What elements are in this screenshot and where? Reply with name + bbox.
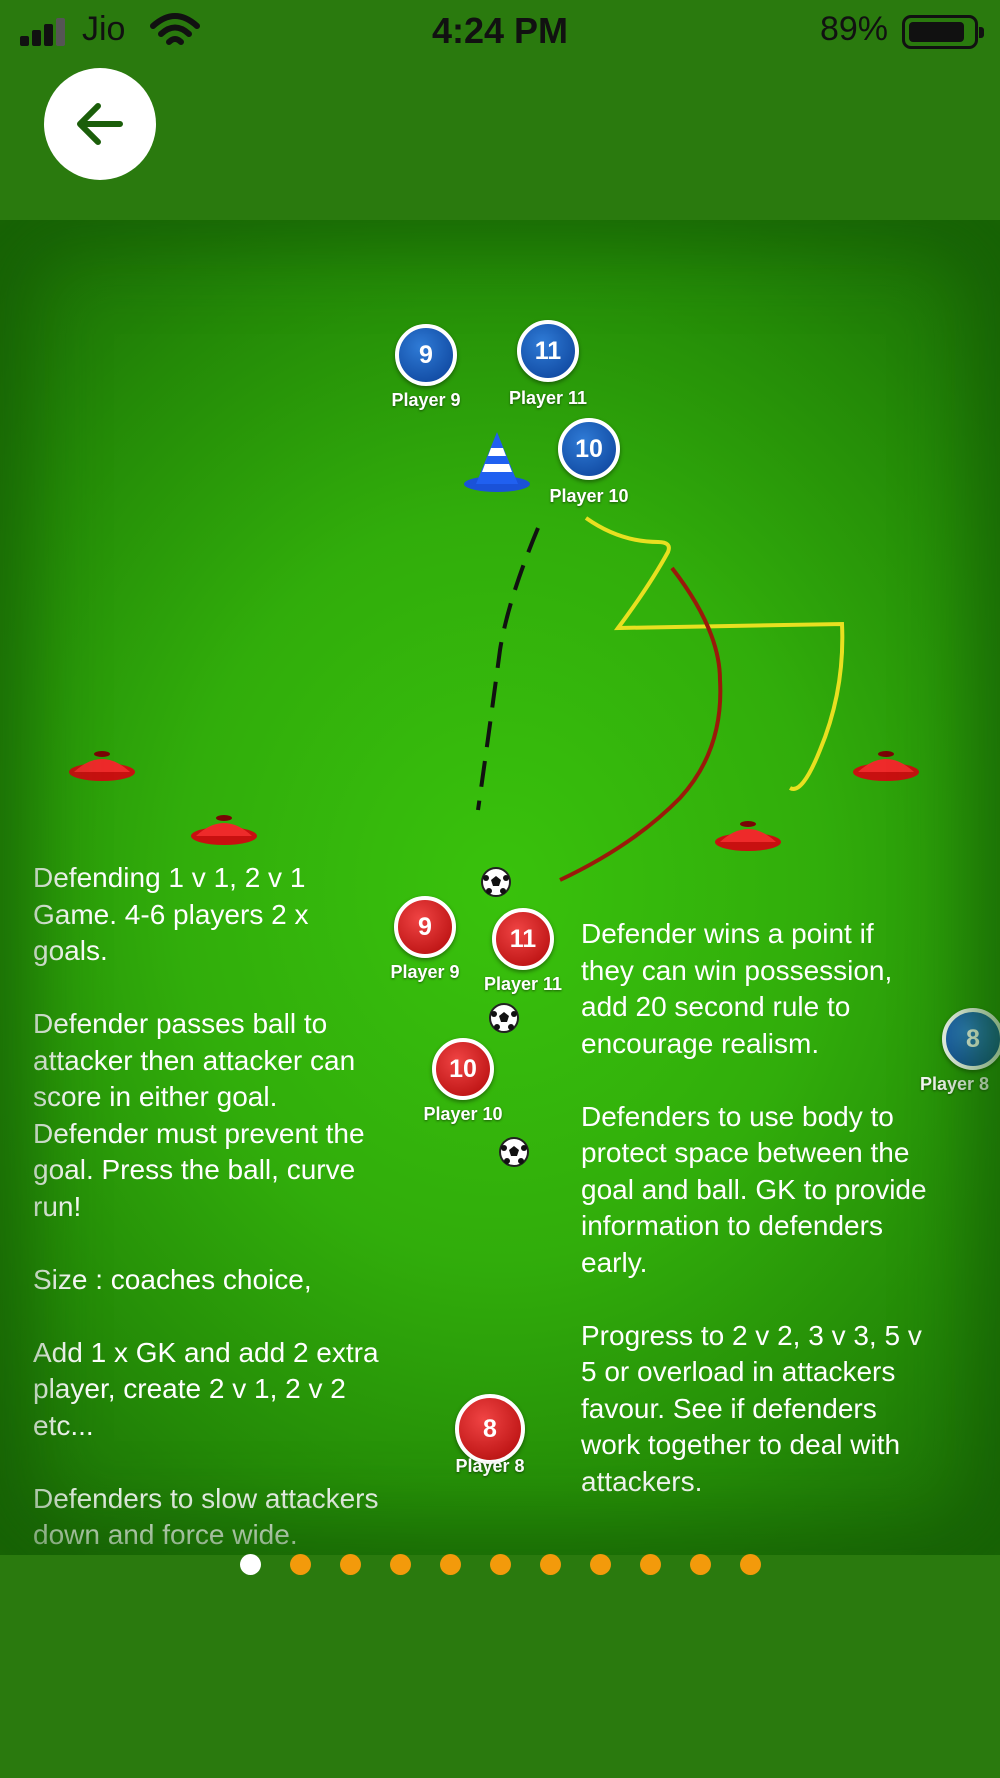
pass-line (476, 527, 540, 811)
ball-icon[interactable] (480, 866, 512, 898)
header (0, 66, 1000, 220)
blue-player-token[interactable]: 9 (395, 324, 457, 386)
blue-player-token[interactable]: 11 (517, 320, 579, 382)
yellow-run-line (584, 516, 845, 791)
red-marker-cone-icon (191, 815, 257, 845)
ball-icon[interactable] (488, 1002, 520, 1034)
blue-player-token[interactable]: 10 (558, 418, 620, 480)
red-marker-cone-icon (853, 751, 919, 781)
drill-description-left: Defending 1 v 1, 2 v 1 Game. 4-6 players… (33, 862, 379, 1550)
red-player-token[interactable]: 10 (432, 1038, 494, 1100)
player-label: Player 9 (390, 962, 460, 982)
page-dot[interactable] (340, 1554, 361, 1575)
player-label: Player 8 (455, 1456, 525, 1476)
page-dot[interactable] (390, 1554, 411, 1575)
blue-player-token[interactable]: 8 (942, 1008, 1000, 1070)
ball-icon[interactable] (498, 1136, 530, 1168)
red-run-line (559, 566, 723, 882)
page-dot[interactable] (290, 1554, 311, 1575)
carrier-name: Jio (82, 10, 126, 48)
blue-cone-icon (464, 432, 530, 492)
page-dot[interactable] (540, 1554, 561, 1575)
page-dot[interactable] (440, 1554, 461, 1575)
drill-description-right: Defender wins a point if they can win po… (581, 918, 927, 1497)
player-label: Player 10 (549, 486, 629, 506)
back-button[interactable] (44, 68, 156, 180)
player-label: Player 11 (508, 388, 588, 408)
red-player-token[interactable]: 9 (394, 896, 456, 958)
player-label: Player 10 (423, 1104, 503, 1124)
page-dot[interactable] (640, 1554, 661, 1575)
page-dot[interactable] (740, 1554, 761, 1575)
page-dot[interactable] (240, 1554, 261, 1575)
drill-slide[interactable]: 9 Player 9 11 Player 11 10 Player 10 8 P… (0, 220, 1000, 1555)
red-player-token[interactable]: 8 (455, 1394, 525, 1464)
page-dot[interactable] (590, 1554, 611, 1575)
wifi-icon (150, 13, 200, 45)
status-bar: Jio 4:24 PM 89% (0, 0, 1000, 66)
status-time: 4:24 PM (431, 10, 569, 51)
red-player-token[interactable]: 11 (492, 908, 554, 970)
battery-icon (902, 15, 984, 49)
player-label: Player 11 (483, 974, 563, 994)
drill-drawing (476, 516, 845, 882)
page-dot[interactable] (690, 1554, 711, 1575)
page-indicator (0, 1554, 1000, 1576)
red-marker-cone-icon (715, 821, 781, 851)
signal-icon (20, 16, 72, 46)
arrow-left-icon (77, 103, 123, 145)
battery-percentage: 89% (819, 10, 888, 48)
page-dot[interactable] (490, 1554, 511, 1575)
player-label: Player 9 (391, 390, 461, 410)
red-marker-cone-icon (69, 751, 135, 781)
player-label: Player 8 (920, 1074, 990, 1094)
